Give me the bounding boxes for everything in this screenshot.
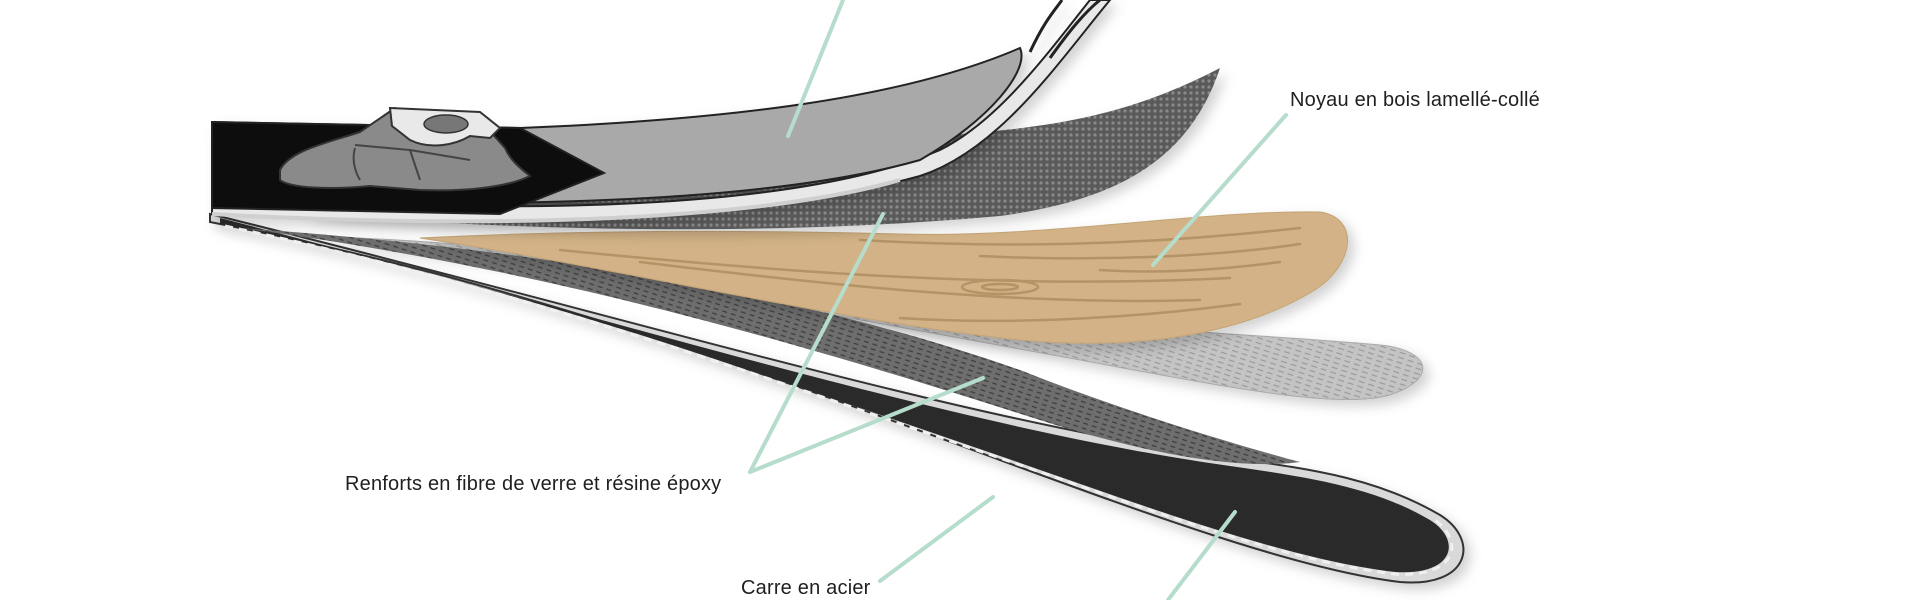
tip-wires [1028,0,1101,59]
label-wood-core: Noyau en bois lamellé-collé [1290,89,1540,111]
ski-binding-icon [279,106,532,192]
label-steel-edge: Carre en acier [741,577,871,599]
leader-edge [878,495,995,583]
steel-edge-dash [224,224,1454,576]
base-layer [209,212,1465,584]
leader-core [1151,113,1288,267]
fiberglass-dark-layer [240,228,1300,465]
leader-lines [748,0,1288,600]
wood-grain [558,226,1302,323]
leader-base [1166,510,1237,600]
label-reinforcement: Renforts en fibre de verre et résine épo… [345,473,722,495]
leader-reinforcement-b [748,376,985,474]
wood-core-layer [419,211,1348,344]
leader-topsheet [786,0,845,138]
base-sole [220,218,1449,573]
leader-reinforcement-a [748,212,885,474]
